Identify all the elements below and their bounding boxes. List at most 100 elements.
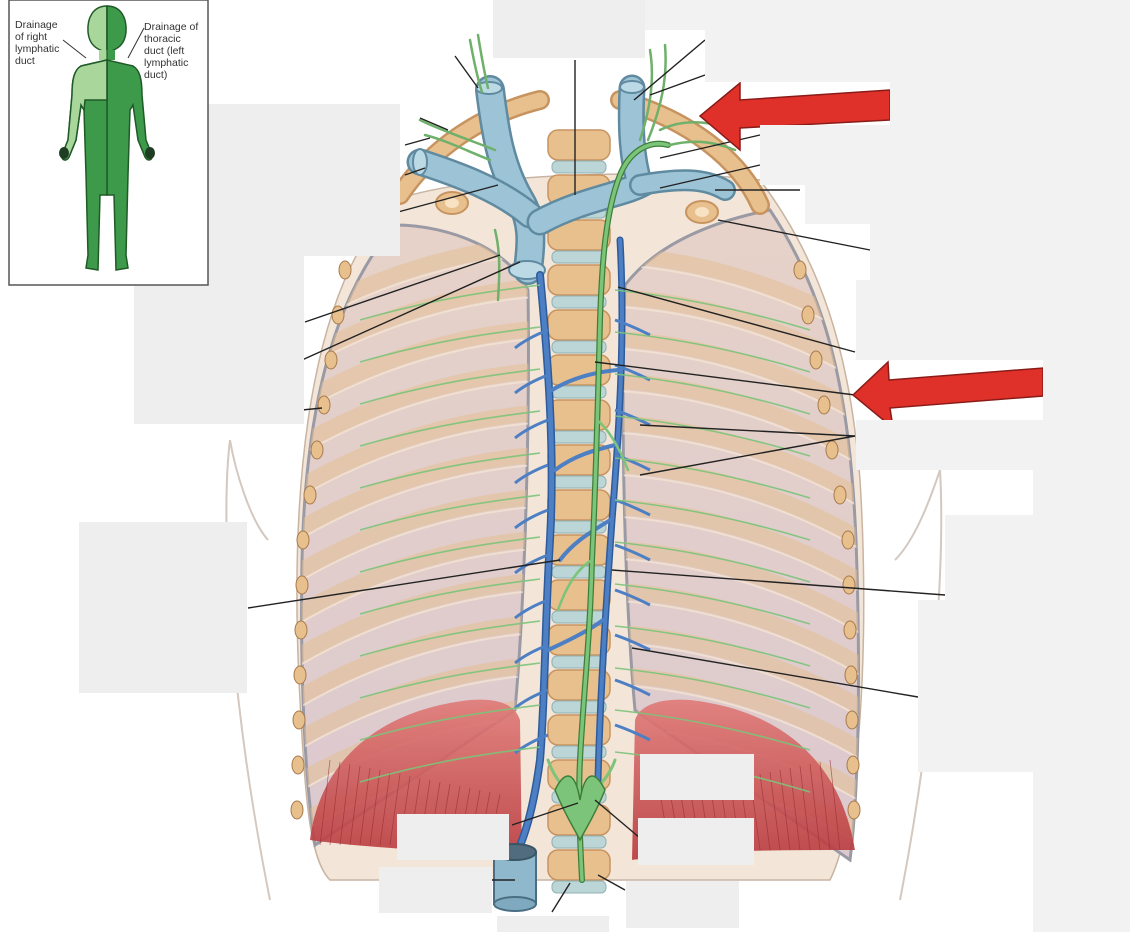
right-rib-highlight [623, 558, 859, 640]
lymph-vessel [614, 625, 811, 667]
inset-left-line-4: duct [15, 55, 35, 67]
intercostal-veins [514, 318, 651, 755]
lymph-vessel [614, 457, 811, 499]
rib-node [293, 665, 307, 685]
inset-right-line-4: lymphatic [144, 57, 188, 69]
rib-node [303, 485, 317, 505]
lymph-vessel [359, 326, 541, 363]
label-box-22 [497, 916, 609, 932]
rib-cartilage-nodes [290, 260, 861, 820]
intercostal-vein [514, 553, 549, 575]
intercostal-vein [514, 688, 549, 710]
label-box-9 [1043, 360, 1130, 470]
lymph-vessel [614, 499, 811, 541]
lymph-vessel [359, 284, 541, 321]
label-box-21 [626, 881, 739, 928]
lymph-vessel [359, 536, 541, 573]
rib-node [290, 800, 304, 820]
intercostal-vein [514, 508, 549, 530]
lymph-vessel [614, 373, 811, 415]
right-rib [623, 499, 859, 594]
right-rib-highlight [623, 306, 859, 388]
label-box-3 [705, 30, 1130, 82]
rib-node [833, 485, 847, 505]
left-rib-highlight [301, 464, 529, 546]
inset-right-label: Drainage of thoracic duct (left lymphati… [144, 21, 201, 81]
intercostal-vein [514, 418, 549, 440]
muscle-fiber [809, 763, 821, 851]
rib-node [291, 755, 305, 775]
inset-left-line-3: lymphatic [15, 43, 59, 55]
right-rib [623, 667, 859, 762]
rib-node [842, 575, 856, 595]
internal-jugular-vein-left-end [619, 80, 645, 94]
intervertebral-disc [551, 655, 607, 669]
rib-node [793, 260, 807, 280]
muscle-fiber [759, 773, 771, 851]
rib-node [324, 350, 338, 370]
lymph-vessel [614, 709, 811, 751]
intervertebral-disc [551, 340, 607, 354]
rib-node [841, 530, 855, 550]
rib-node [801, 305, 815, 325]
muscle-fiber [319, 759, 331, 846]
label-box-14 [190, 104, 400, 256]
muscle-fiber [789, 767, 801, 851]
lymph-vessel [359, 746, 541, 783]
right-rib-highlight [623, 474, 859, 556]
lymph-vessel [359, 620, 541, 657]
lymph-vessel [614, 289, 811, 331]
intercostal-vein [614, 588, 651, 607]
inset-left-label: Drainage of right lymphatic duct [15, 19, 62, 67]
vertebral-body [547, 264, 611, 296]
muscle-fiber [359, 767, 371, 846]
intercostal-vein [514, 373, 549, 395]
azygos-system [508, 236, 626, 864]
neck-lymphatics [418, 33, 737, 302]
rib-node [338, 260, 352, 280]
vertebral-body [547, 489, 611, 521]
left-rib-highlight [301, 380, 529, 462]
label-box-8 [856, 280, 1130, 360]
intervertebral-disc [551, 295, 607, 309]
right-rib [623, 583, 859, 678]
left-rib-highlight [301, 674, 529, 756]
rib-node [317, 395, 331, 415]
superior-vena-cava [508, 260, 546, 280]
label-box-1 [493, 0, 645, 58]
lymph-vessel [614, 667, 811, 709]
inset-right-line-2: thoracic [144, 33, 181, 45]
rib-node [844, 665, 858, 685]
inset-right-line-5: duct) [144, 69, 167, 81]
lymph-vessel [359, 578, 541, 615]
right-rib [623, 373, 859, 468]
lymph-vessel [359, 662, 541, 699]
intervertebral-disc [551, 610, 607, 624]
lymph-vessel [614, 541, 811, 583]
lymph-vessel [614, 331, 811, 373]
vertebral-body [547, 219, 611, 251]
rib-node [292, 710, 306, 730]
label-box-6 [805, 184, 1130, 224]
left-rib-highlight [301, 548, 529, 630]
right-rib-highlight [623, 348, 859, 430]
label-box-19 [638, 818, 754, 865]
upper-red-arrow [698, 81, 891, 152]
label-box-2 [645, 0, 1130, 30]
intercostal-vein [614, 453, 651, 472]
label-box-10 [856, 420, 1043, 470]
right-rib-highlight [623, 642, 859, 724]
label-box-20 [379, 867, 492, 913]
vertebral-column [547, 129, 611, 894]
rib-node [331, 305, 345, 325]
label-box-4 [890, 82, 1130, 184]
cisterna-chyli [554, 775, 606, 842]
rib-node [843, 620, 857, 640]
label-box-23 [210, 0, 450, 104]
lymph-vessel [359, 368, 541, 405]
intercostal-vein [614, 318, 651, 337]
right-rib [623, 541, 859, 636]
drainage-inset: Drainage of right lymphatic duct Drainag… [8, 0, 209, 286]
inset-right-line-1: Drainage of [144, 21, 198, 33]
